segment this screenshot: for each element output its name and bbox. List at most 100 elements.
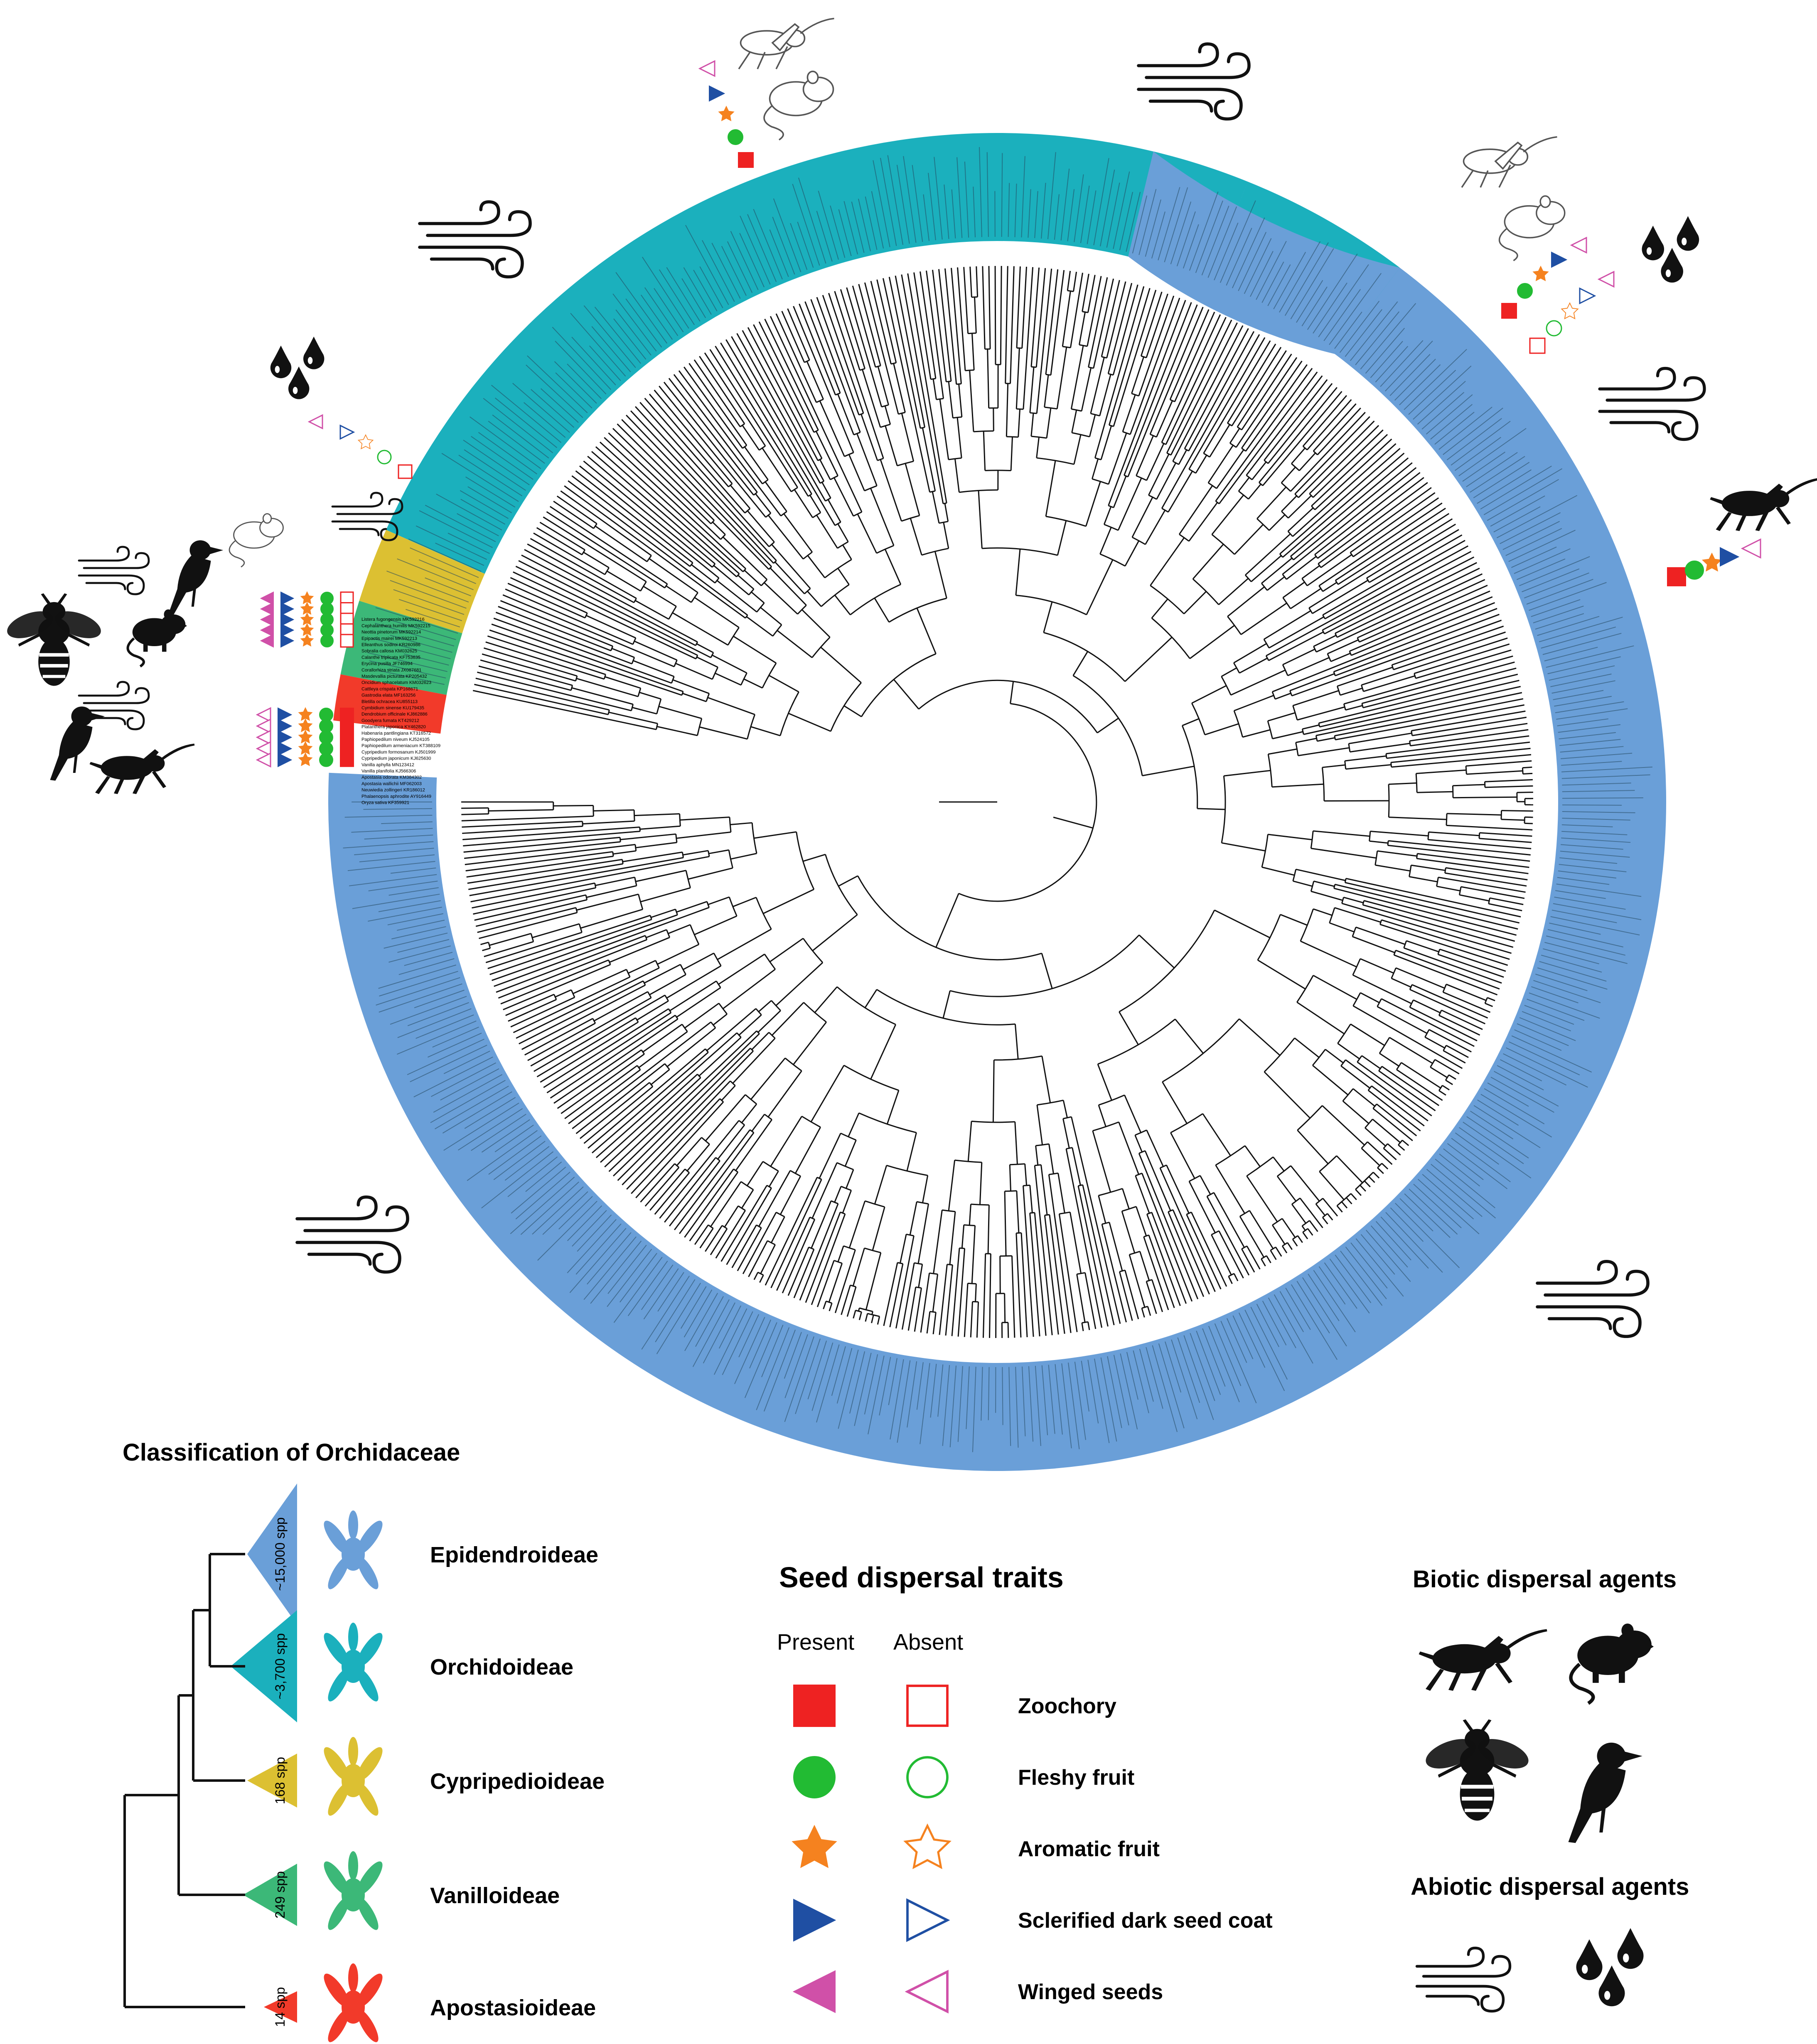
internal-branch [770, 1116, 802, 1167]
tip-branch [742, 330, 825, 482]
tip-branch [1398, 1144, 1405, 1151]
tip-label-mark [467, 486, 512, 513]
internal-branch [1266, 576, 1285, 591]
tip-branch [883, 1262, 898, 1326]
tip-label-mark [388, 945, 451, 963]
tip-branch [805, 1212, 841, 1303]
tip-label-mark [463, 440, 530, 485]
internal-branch [737, 575, 755, 590]
tip-branch [482, 947, 491, 952]
tip-label-mark [784, 1332, 802, 1379]
tip-branch [1319, 679, 1519, 728]
tip-branch [1401, 1139, 1409, 1146]
tip-branch [1404, 947, 1502, 984]
tip-label-mark [798, 177, 826, 264]
wind-icon [297, 1197, 408, 1272]
tip-branch [473, 887, 596, 915]
internal-branch [828, 1263, 843, 1303]
tip-label-mark [396, 920, 445, 931]
tip-branch [591, 451, 737, 578]
node-arc [917, 1201, 929, 1205]
internal-branch [632, 707, 657, 715]
node-arc [1148, 494, 1157, 500]
tip-branch [793, 306, 854, 453]
tip-branch [510, 996, 575, 1028]
tip-branch [989, 1254, 991, 1338]
tip-label-mark [1093, 158, 1109, 246]
internal-branch [606, 571, 641, 592]
tip-label-mark [527, 355, 588, 413]
tip-label-mark [615, 272, 668, 344]
node-arc [622, 859, 624, 864]
tip-label-mark [1426, 394, 1473, 435]
tip-branch [505, 994, 555, 1016]
tip-branch [1411, 710, 1526, 732]
tip-branch [1303, 686, 1521, 735]
clade-triangle [247, 1754, 297, 1808]
internal-branch [885, 426, 898, 466]
node-arc [705, 1048, 709, 1053]
internal-branch [827, 499, 841, 523]
internal-branch [1296, 868, 1346, 881]
internal-branch [639, 825, 681, 830]
tip-branch [957, 267, 966, 371]
internal-branch [987, 349, 990, 408]
node-arc [948, 457, 962, 460]
tip-label-mark [1074, 1361, 1086, 1440]
tip-branch [793, 1249, 815, 1299]
tip-label-mark [1459, 1127, 1532, 1178]
tip-branch [1317, 407, 1361, 455]
tip-branch [556, 495, 597, 524]
water-drops-icon [1642, 216, 1699, 283]
tip-label-mark [615, 309, 652, 356]
tip-branch [1065, 1149, 1103, 1328]
zoochory-absent-symbol [906, 1685, 949, 1727]
internal-branch [1293, 880, 1313, 887]
internal-branch [1466, 770, 1523, 775]
internal-branch [769, 937, 804, 962]
tip-label-mark [1244, 1309, 1285, 1391]
annotation-winged-seeds [260, 623, 274, 637]
internal-branch [1089, 414, 1096, 437]
internal-branch [582, 820, 635, 825]
internal-branch [1113, 476, 1127, 508]
node-arc [1357, 637, 1360, 642]
tip-branch [907, 273, 947, 503]
tip-label-mark [1279, 1291, 1304, 1333]
node-arc [668, 1008, 672, 1013]
tip-label-mark [916, 1362, 924, 1410]
internal-branch [811, 1162, 838, 1219]
internal-branch [716, 580, 757, 612]
tip-label-mark [734, 1317, 765, 1384]
tip-branch [1071, 1117, 1121, 1324]
internal-branch [1342, 1100, 1370, 1124]
tip-branch [1337, 568, 1480, 638]
tip-label-mark [440, 1068, 499, 1101]
internal-branch [1004, 1191, 1007, 1256]
tip-label-mark [1477, 469, 1532, 504]
tip-branch [625, 414, 772, 567]
clade-triangle [264, 1991, 297, 2023]
tip-branch [1029, 1213, 1040, 1337]
internal-branch [1142, 765, 1195, 777]
tip-branch [689, 1171, 739, 1242]
tip-label-mark [1434, 411, 1475, 445]
node-arc [640, 581, 647, 592]
tip-branch [587, 455, 715, 565]
internal-branch [1327, 639, 1359, 654]
internal-branch [1411, 864, 1446, 871]
internal-branch [1251, 461, 1267, 480]
internal-branch [744, 446, 769, 480]
tip-branch [1148, 1235, 1175, 1309]
fleshy-fruit-present-symbol [793, 1756, 836, 1798]
internal-branch [934, 551, 947, 599]
tip-label-mark [1008, 1367, 1011, 1446]
internal-branch [712, 521, 726, 535]
tip-branch [1391, 754, 1532, 768]
tip-branch [1416, 858, 1529, 874]
tip-label-mark [398, 958, 455, 975]
tip-label-mark [607, 1245, 647, 1294]
internal-branch [884, 549, 902, 585]
tip-branch [612, 428, 712, 524]
